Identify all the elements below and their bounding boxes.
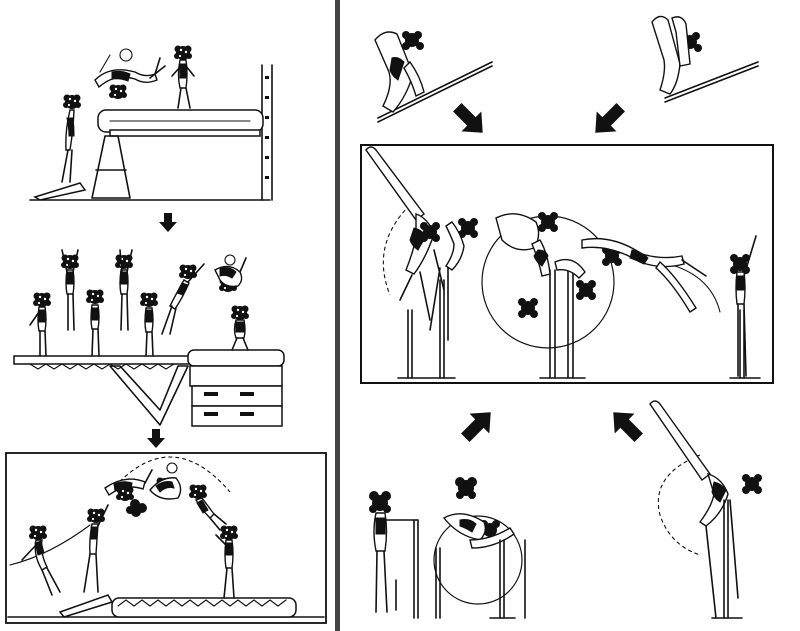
figure-leg-lift-bar bbox=[365, 146, 445, 321]
column-divider bbox=[335, 0, 340, 631]
arrow-down-2 bbox=[147, 429, 165, 448]
figure-bottom-right-leg-lift bbox=[649, 400, 762, 619]
figure-standing-dismount bbox=[730, 235, 757, 377]
figure-flying-layout bbox=[581, 237, 707, 313]
arrow-down-left bbox=[585, 97, 631, 143]
wall-bars bbox=[261, 64, 273, 201]
gymnast-backflip-icon bbox=[21, 462, 238, 599]
panel-boxed-backflip bbox=[5, 452, 327, 624]
figure-top-right-bar-grip bbox=[651, 15, 759, 103]
arrow-up-left bbox=[603, 402, 649, 448]
panel-vault-horse bbox=[29, 45, 273, 201]
arrow-up-right bbox=[455, 402, 501, 448]
gymnast-landing bbox=[171, 45, 195, 109]
figure-bottom-center-pike-jump bbox=[433, 477, 526, 619]
figure-straddle-bar bbox=[429, 218, 478, 341]
figure-top-left-bar-grip bbox=[374, 31, 493, 123]
figure-circle-tuck bbox=[495, 212, 596, 318]
figure-bottom-left-standing bbox=[369, 491, 419, 619]
arrow-down-right bbox=[447, 97, 493, 143]
gymnast-flyover bbox=[94, 48, 166, 99]
gymnast-vault-icon bbox=[61, 94, 81, 183]
gymnast-trampoline-icon bbox=[29, 249, 249, 357]
panel-trampoline-jumps bbox=[13, 249, 285, 427]
arrow-down-1 bbox=[159, 213, 177, 232]
panel-uneven-bars-sequence bbox=[360, 144, 774, 384]
